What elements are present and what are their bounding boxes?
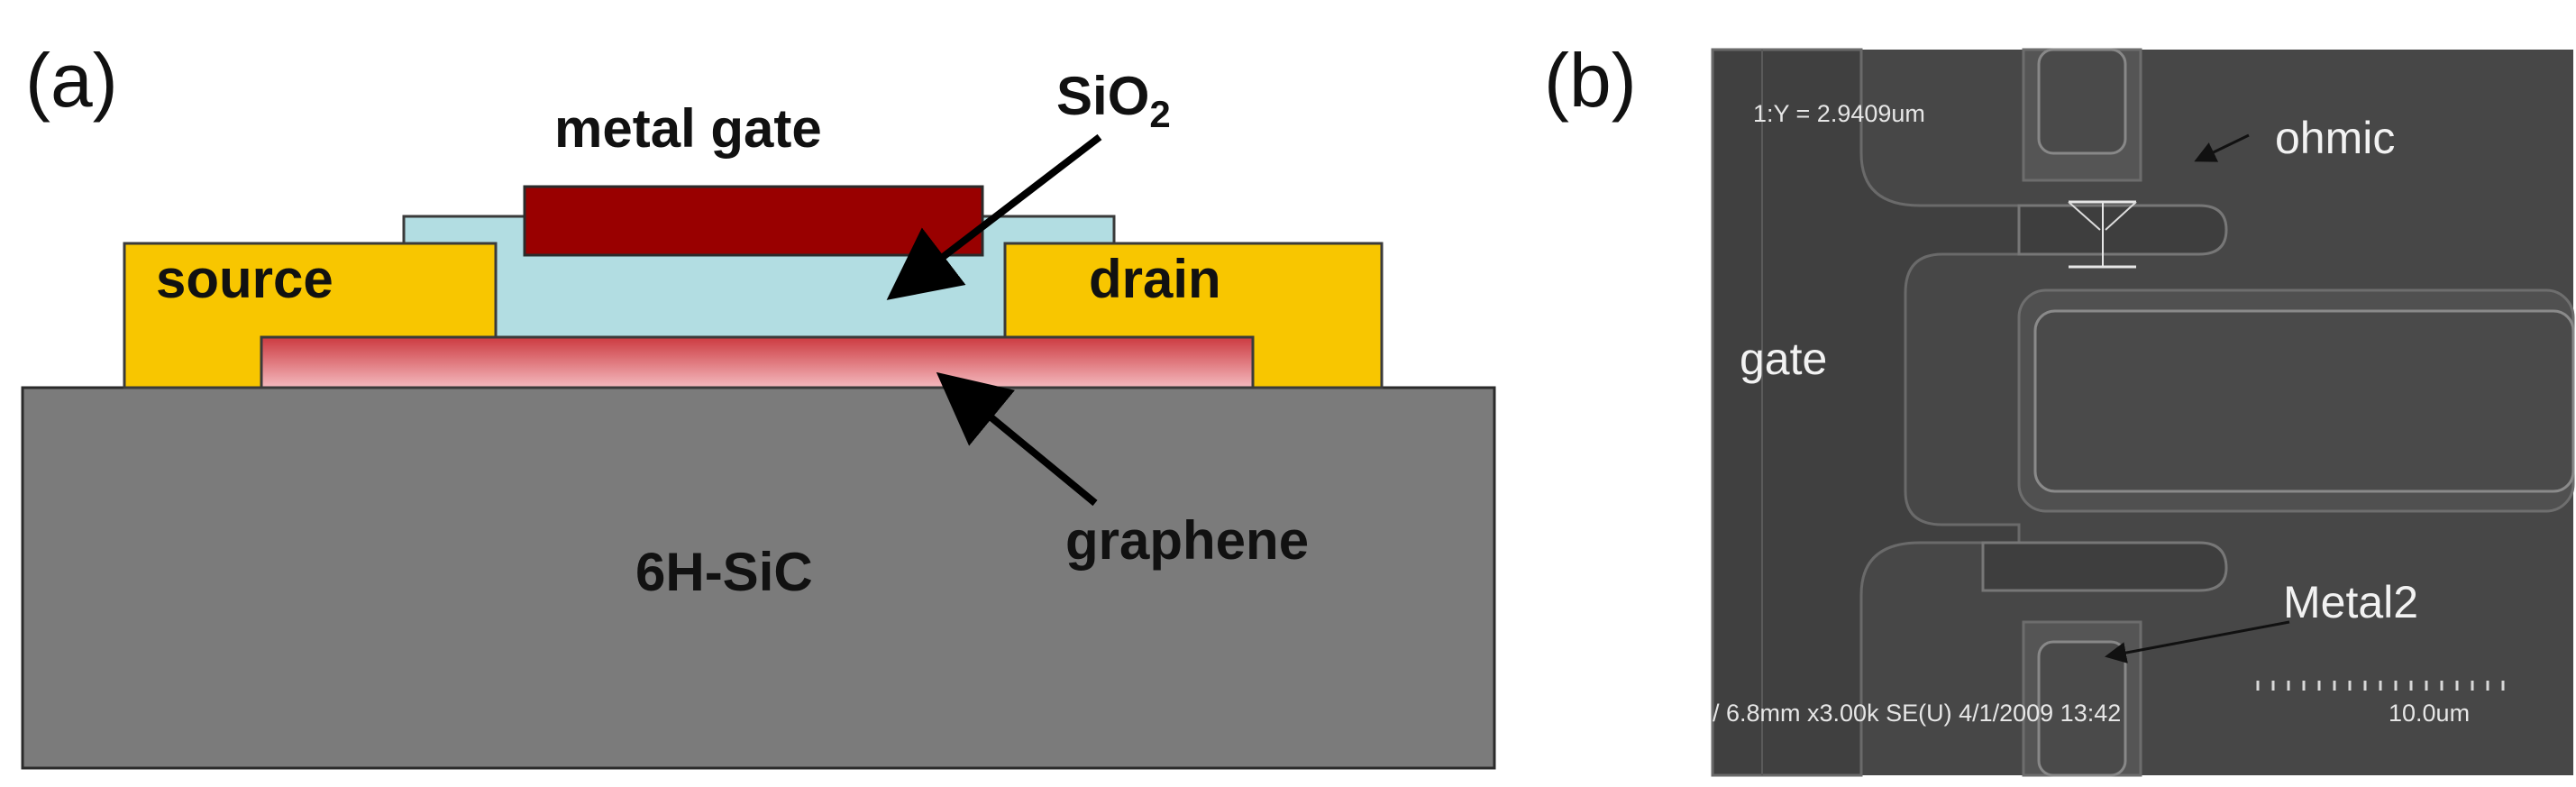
sio2-label-subscript: 2 [1149, 93, 1170, 135]
panel-b-label: (b) [1544, 38, 1637, 123]
panel-b: (b) 1:Y = 2.9409um ohmic gate Metal2 [1544, 38, 2575, 777]
scale-bar-label: 10.0um [2389, 700, 2470, 727]
metal2-label: Metal2 [2283, 577, 2418, 627]
sem-ohmic-pad-inner [2033, 309, 2575, 493]
sem-lower-finger [1981, 541, 2228, 592]
metal-gate [523, 185, 984, 257]
scale-bar-ticks [2256, 681, 2505, 691]
ohmic-label: ohmic [2275, 113, 2395, 163]
sem-gate-pad [1711, 48, 2021, 777]
substrate-label: 6H-SiC [635, 542, 813, 602]
substrate-6h-sic [21, 386, 1496, 770]
metal-gate-label: metal gate [554, 98, 822, 159]
drain-label: drain [1089, 249, 1221, 309]
graphene-label: graphene [1065, 510, 1309, 571]
graphene-arrow [936, 371, 1098, 507]
gate-label: gate [1740, 334, 1827, 384]
metal2-arrow [2105, 620, 2290, 663]
sio2-arrow [886, 133, 1102, 300]
sem-top-pad-inner [2037, 48, 2127, 155]
panel-a: (a) metal gate SiO2 source drain graphen… [21, 38, 1496, 770]
sem-info-bar: / 6.8mm x3.00k SE(U) 4/1/2009 13:42 [1713, 700, 2121, 727]
graphene-layer [260, 335, 1255, 389]
sio2-label: SiO2 [1056, 66, 1171, 135]
sem-measurement-readout: 1:Y = 2.9409um [1753, 100, 1925, 127]
ohmic-arrow [2194, 133, 2250, 162]
sem-measure-diagonal-2 [2105, 201, 2137, 231]
sem-upper-finger [2017, 204, 2228, 256]
sem-bottom-pad-inner [2037, 640, 2127, 777]
sem-measure-diagonal-1 [2068, 201, 2101, 231]
panel-a-label: (a) [25, 38, 118, 123]
source-label: source [156, 249, 333, 309]
sio2-label-main: SiO [1056, 66, 1149, 126]
